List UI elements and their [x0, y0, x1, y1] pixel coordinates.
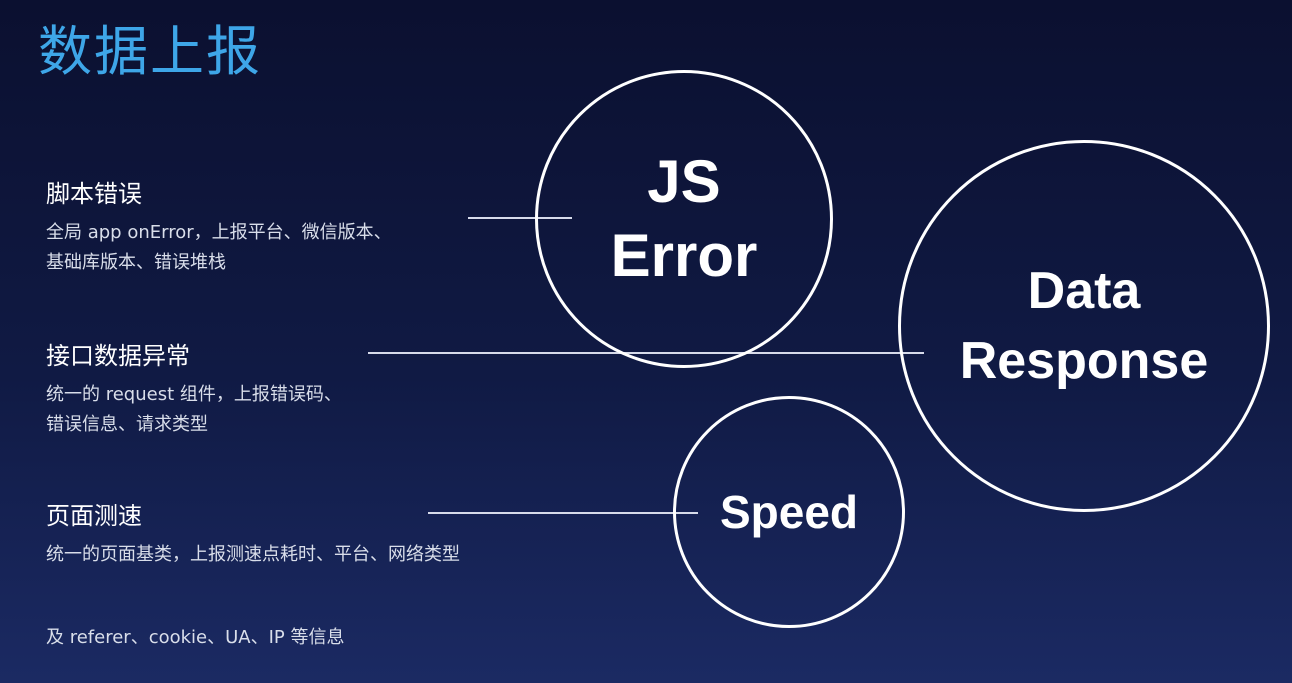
- connector-speed: [428, 512, 698, 514]
- connector-js-error: [468, 217, 572, 219]
- circle-data-response: Data Response: [898, 140, 1270, 512]
- section-heading: 接口数据异常: [46, 342, 190, 370]
- section-description: 全局 app onError，上报平台、微信版本、 基础库版本、错误堆栈: [46, 218, 392, 278]
- description-line: 错误信息、请求类型: [46, 414, 208, 435]
- circle-js-error: JS Error: [535, 70, 833, 368]
- description-line: 统一的页面基类，上报测速点耗时、平台、网络类型: [46, 544, 460, 565]
- description-line: 全局 app onError，上报平台、微信版本、: [46, 222, 392, 243]
- section-heading: 脚本错误: [46, 180, 142, 208]
- circle-label-speed: Speed: [719, 486, 859, 538]
- circle-label-js-error: JS Error: [610, 148, 758, 289]
- description-line: 基础库版本、错误堆栈: [46, 252, 226, 273]
- footer-note: 及 referer、cookie、UA、IP 等信息: [46, 627, 345, 648]
- section-heading: 页面测速: [46, 502, 142, 530]
- section-speed: 页面测速 统一的页面基类，上报测速点耗时、平台、网络类型: [46, 500, 460, 570]
- circle-label-data-response: Data Response: [959, 262, 1209, 390]
- section-description: 统一的 request 组件，上报错误码、 错误信息、请求类型: [46, 380, 342, 440]
- description-line: 统一的 request 组件，上报错误码、: [46, 384, 342, 405]
- section-description: 统一的页面基类，上报测速点耗时、平台、网络类型: [46, 540, 460, 570]
- page-title: 数据上报: [38, 20, 262, 83]
- circle-speed: Speed: [673, 396, 905, 628]
- section-api-error: 接口数据异常 统一的 request 组件，上报错误码、 错误信息、请求类型: [46, 340, 342, 440]
- section-js-error: 脚本错误 全局 app onError，上报平台、微信版本、 基础库版本、错误堆…: [46, 178, 392, 278]
